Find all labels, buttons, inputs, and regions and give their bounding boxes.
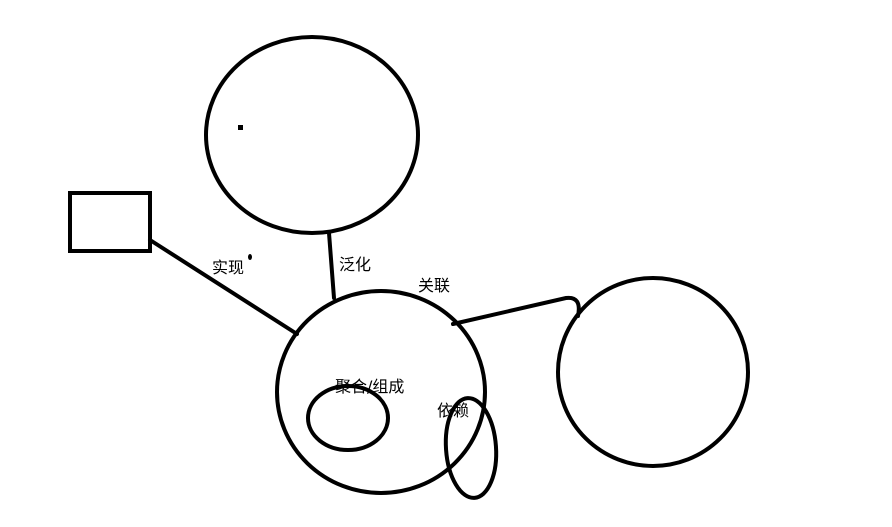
realization-label: 实现 (212, 258, 244, 277)
generalization-label: 泛化 (339, 255, 371, 274)
interface-rectangle (68, 191, 152, 253)
association-label: 关联 (418, 276, 450, 295)
top-class-circle (204, 35, 420, 235)
dependency-loop-ellipse (443, 396, 499, 500)
inner-part-ellipse (306, 384, 390, 452)
aggregation-composition-label: 聚合/组成 (335, 377, 404, 396)
small-dot-mark (238, 125, 243, 130)
association-line (451, 295, 581, 326)
realization-line (148, 238, 299, 336)
dependency-label: 依赖 (437, 401, 469, 420)
generalization-line (327, 231, 336, 300)
center-class-circle (275, 289, 487, 495)
right-class-circle (556, 276, 750, 468)
label-dot-mark (248, 254, 252, 260)
